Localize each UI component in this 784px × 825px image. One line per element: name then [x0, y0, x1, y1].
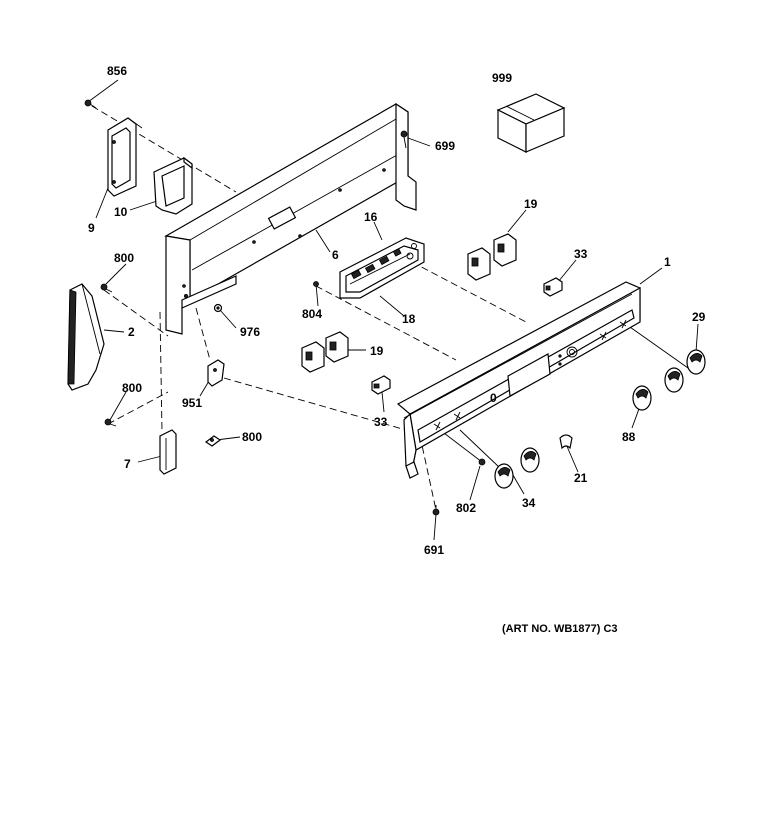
label-802: 802	[456, 501, 476, 515]
clip-part-21	[559, 434, 573, 450]
screw-part-804	[313, 281, 319, 287]
control-panel-part-1: 0	[396, 281, 641, 479]
clip-part-33-upper	[543, 277, 563, 297]
knob-part-29-a	[686, 349, 706, 375]
label-9: 9	[88, 221, 95, 235]
label-976: 976	[240, 325, 260, 339]
box-part-999	[496, 93, 566, 153]
part-labels: 856 9 10 699 999 16 19 6 800 804 18 33 1…	[88, 64, 706, 557]
label-29: 29	[692, 310, 706, 324]
screw-part-800-a	[100, 283, 113, 293]
screw-part-691	[432, 505, 440, 516]
label-33-upper: 33	[574, 247, 588, 261]
switch-pair-part-19-upper	[467, 233, 517, 281]
label-800-a: 800	[114, 251, 134, 265]
label-951: 951	[182, 396, 202, 410]
clip-part-951	[207, 359, 225, 387]
label-88: 88	[622, 430, 636, 444]
leader-lines	[87, 79, 699, 541]
knob-part-29-b	[664, 367, 684, 393]
label-999: 999	[492, 71, 512, 85]
bracket-part-9	[107, 117, 143, 197]
label-19-upper: 19	[524, 197, 538, 211]
svg-text:0: 0	[490, 391, 497, 405]
control-board-part-16	[339, 237, 425, 299]
art-number: (ART NO. WB1877) C3	[502, 623, 618, 635]
label-2: 2	[128, 325, 135, 339]
label-6: 6	[332, 248, 339, 262]
label-800-b: 800	[122, 381, 142, 395]
label-21: 21	[574, 471, 588, 485]
label-19-lower: 19	[370, 344, 384, 358]
switch-pair-part-19-lower	[301, 331, 349, 373]
clip-part-33-lower	[371, 375, 391, 395]
label-18: 18	[402, 312, 416, 326]
label-33-lower: 33	[374, 415, 388, 429]
label-34: 34	[522, 496, 536, 510]
label-856: 856	[107, 64, 127, 78]
end-cap-part-2	[67, 283, 105, 391]
label-10: 10	[114, 205, 128, 219]
label-691: 691	[424, 543, 444, 557]
knob-part-88	[632, 385, 652, 411]
screw-part-802	[478, 458, 486, 466]
label-800-c: 800	[242, 430, 262, 444]
knob-part-34-b	[494, 463, 514, 489]
bracket-part-7	[159, 429, 177, 475]
cover-part-10	[153, 156, 193, 215]
screw-part-699	[400, 130, 408, 149]
screw-part-800-b	[104, 418, 117, 427]
label-699: 699	[435, 139, 455, 153]
knob-part-34-a	[520, 447, 540, 473]
nut-part-976	[213, 303, 223, 313]
back-panel-part-6	[164, 102, 417, 335]
label-16: 16	[364, 210, 378, 224]
label-1: 1	[664, 255, 671, 269]
label-7: 7	[124, 457, 131, 471]
label-804: 804	[302, 307, 322, 321]
assembly-dashed-lines	[91, 105, 527, 511]
screw-part-856	[84, 99, 97, 109]
screw-part-800-c	[204, 435, 222, 447]
